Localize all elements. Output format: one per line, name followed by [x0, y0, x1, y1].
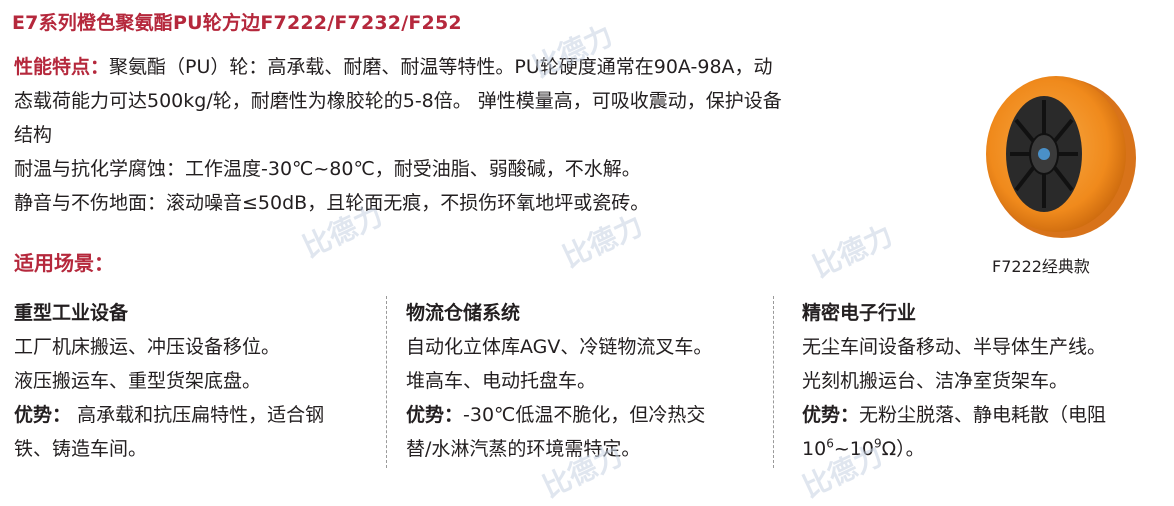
- advantage-label: 优势：: [14, 404, 72, 426]
- wheel-product-image: [980, 70, 1140, 240]
- scenes-label: 适用场景：: [14, 251, 114, 275]
- scene-line: 自动化立体库AGV、冷链物流叉车。: [406, 336, 713, 358]
- features-line-2: 态载荷能力可达500kg/轮，耐磨性为橡胶轮的5-8倍。 弹性模量高，可吸收震动…: [14, 90, 782, 112]
- features-line-5: 静音与不伤地面：滚动噪音≤50dB，且轮面无痕，不损伤环氧地坪或瓷砖。: [14, 192, 650, 214]
- advantage-text: 高承载和抗压扁特性，适合钢: [77, 404, 325, 426]
- features-line-3: 结构: [14, 124, 53, 146]
- scene-line: 工厂机床搬运、冲压设备移位。: [14, 336, 281, 358]
- features-line-1: 性能特点：聚氨酯（PU）轮：高承载、耐磨、耐温等特性。PU轮硬度通常在90A-9…: [14, 50, 894, 84]
- column-divider: [386, 296, 387, 468]
- scene-column-logistics: 物流仓储系统 自动化立体库AGV、冷链物流叉车。 堆高车、电动托盘车。 优势：-…: [406, 296, 776, 466]
- wheel-icon: [986, 76, 1136, 238]
- advantage-text: 无粉尘脱落、静电耗散（电阻: [859, 404, 1107, 426]
- features-line-1-text: 聚氨酯（PU）轮：高承载、耐磨、耐温等特性。PU轮硬度通常在90A-98A，动: [109, 56, 773, 78]
- column-divider: [773, 296, 774, 468]
- page-title: E7系列橙色聚氨酯PU轮方边F7222/F7232/F252: [12, 12, 462, 34]
- scene-heading: 精密电子行业: [802, 302, 917, 324]
- scene-column-electronics: 精密电子行业 无尘车间设备移动、半导体生产线。 光刻机搬运台、洁净室货架车。 优…: [802, 296, 1172, 466]
- features-line-4: 耐温与抗化学腐蚀：工作温度-30℃~80℃，耐受油脂、弱酸碱，不水解。: [14, 158, 641, 180]
- scene-line: 无尘车间设备移动、半导体生产线。: [802, 336, 1107, 358]
- scene-advantage: 优势：-30℃低温不脆化，但冷热交: [406, 398, 776, 432]
- scene-line: 替/水淋汽蒸的环境需特定。: [406, 438, 641, 460]
- watermark-logo: 比德力: [807, 218, 898, 285]
- scene-advantage: 优势： 高承载和抗压扁特性，适合钢: [14, 398, 384, 432]
- features-section: 性能特点：聚氨酯（PU）轮：高承载、耐磨、耐温等特性。PU轮硬度通常在90A-9…: [14, 50, 894, 220]
- scene-heading: 重型工业设备: [14, 302, 129, 324]
- advantage-text: -30℃低温不脆化，但冷热交: [463, 404, 706, 426]
- features-label: 性能特点：: [14, 56, 110, 78]
- advantage-label: 优势：: [406, 404, 464, 426]
- scene-line: 光刻机搬运台、洁净室货架车。: [802, 370, 1069, 392]
- advantage-label: 优势：: [802, 404, 860, 426]
- scene-line: 铁、铸造车间。: [14, 438, 148, 460]
- scene-heading: 物流仓储系统: [406, 302, 521, 324]
- scene-line: 堆高车、电动托盘车。: [406, 370, 597, 392]
- scene-advantage: 优势：无粉尘脱落、静电耗散（电阻: [802, 398, 1172, 432]
- scene-line: 液压搬运车、重型货架底盘。: [14, 370, 262, 392]
- product-caption: F7222经典款: [992, 257, 1090, 276]
- scene-line: 106~109Ω）。: [802, 436, 925, 460]
- scene-column-heavy-industry: 重型工业设备 工厂机床搬运、冲压设备移位。 液压搬运车、重型货架底盘。 优势： …: [14, 296, 384, 466]
